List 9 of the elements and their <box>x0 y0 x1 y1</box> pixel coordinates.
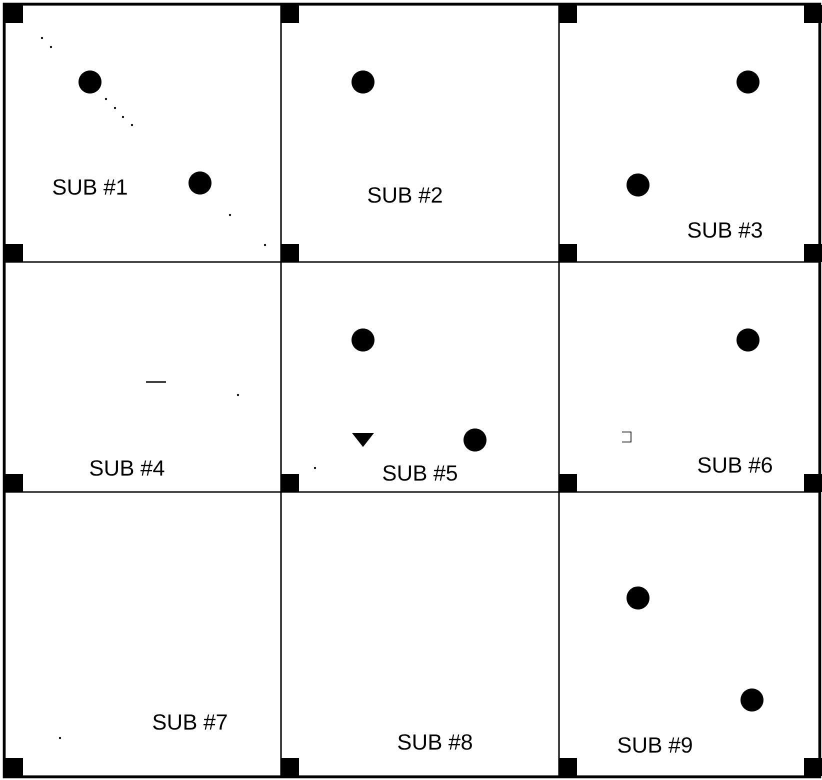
sub-cell: SUB #4 <box>4 261 282 493</box>
sub-cell: SUB #2 <box>280 4 560 263</box>
sub-cell: SUB #7 <box>4 491 282 777</box>
sub-cell: SUB #1 <box>4 4 282 263</box>
sub-cell: SUB #5 <box>280 261 560 493</box>
sub-cell: SUB #8 <box>280 491 560 777</box>
sub-cell: SUB #6 <box>558 261 820 493</box>
sub-cell: SUB #3 <box>558 4 820 263</box>
sub-cell: SUB #9 <box>558 491 820 777</box>
